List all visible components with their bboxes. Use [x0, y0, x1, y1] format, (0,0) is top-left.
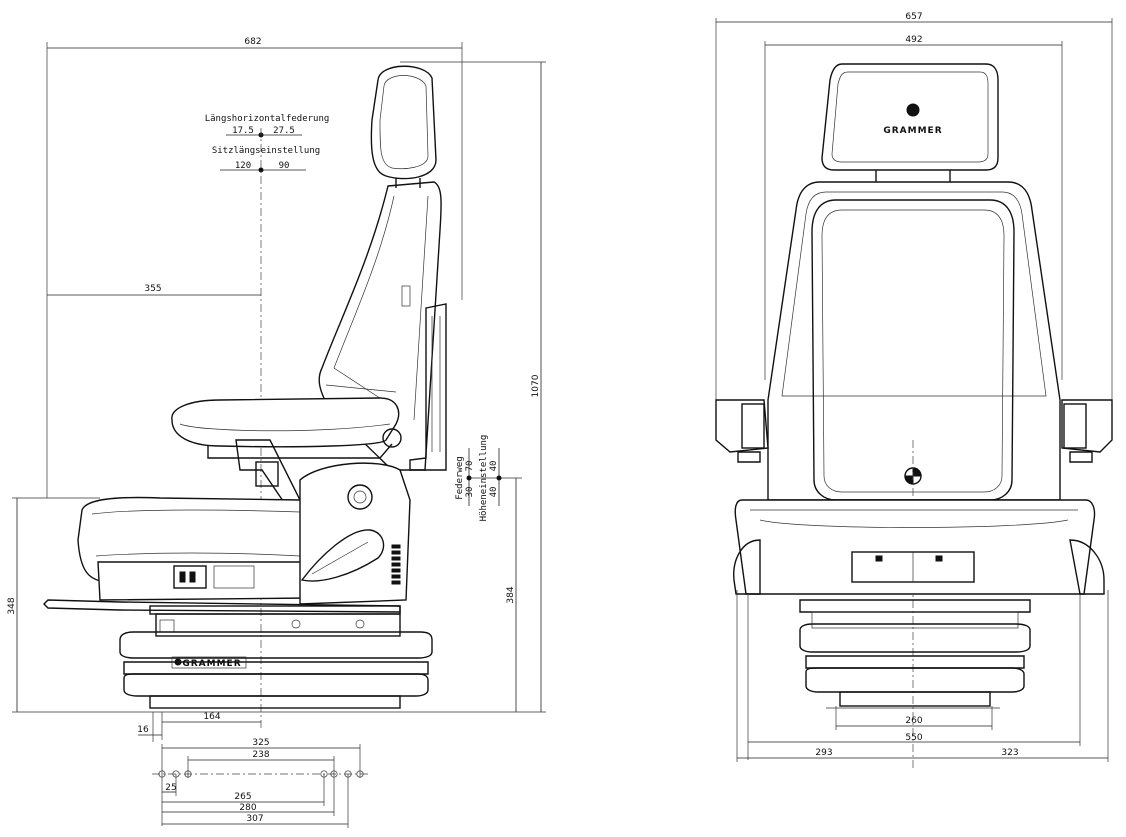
dim-323: 323 [1001, 748, 1018, 758]
hole-pattern: 325 238 25 265 280 307 [152, 738, 368, 828]
dim-265: 265 [234, 792, 251, 802]
dim-307: 307 [246, 814, 263, 824]
label-longitudinal-suspension: Längshorizontalfederung [205, 114, 330, 124]
dim-238: 238 [252, 750, 269, 760]
brand-logo-front: GRAMMER [883, 126, 942, 136]
seat-side-drawing: GRAMMER [43, 65, 447, 709]
label-height-adjust: Höheneinstellung [479, 435, 489, 522]
label-seat-slide: Sitzlängseinstellung [212, 146, 320, 156]
dim-1070: 1070 [531, 374, 541, 397]
dim-682: 682 [244, 37, 261, 47]
side-view: 682 Längshorizontalfederung 17.5 27.5 Si… [7, 37, 546, 742]
ls-left-value: 17.5 [232, 126, 254, 136]
fw-70-value: 70 [465, 461, 475, 472]
dim-325: 325 [252, 738, 269, 748]
dim-384: 384 [506, 586, 516, 603]
fw-30-value: 30 [465, 487, 475, 498]
ls-right-value: 27.5 [273, 126, 295, 136]
ss-right-value: 90 [279, 161, 290, 171]
dim-260: 260 [905, 716, 922, 726]
dim-348: 348 [7, 597, 17, 614]
ha-40b-value: 40 [489, 461, 499, 472]
dim-164: 164 [203, 712, 220, 722]
front-view: 657 492 GRAMMER [715, 12, 1113, 770]
dim-355: 355 [144, 284, 161, 294]
dim-16: 16 [137, 725, 149, 735]
dim-657: 657 [905, 12, 922, 22]
label-federweg: Federweg [455, 456, 465, 499]
ha-40a-value: 40 [489, 487, 499, 498]
dim-280: 280 [239, 803, 256, 813]
ss-left-value: 120 [235, 161, 251, 171]
dim-293: 293 [815, 748, 832, 758]
dim-25: 25 [165, 783, 176, 793]
vent-slots [391, 544, 401, 585]
dim-550: 550 [905, 733, 922, 743]
dim-492: 492 [905, 35, 922, 45]
brand-logo-side: GRAMMER [182, 659, 241, 669]
